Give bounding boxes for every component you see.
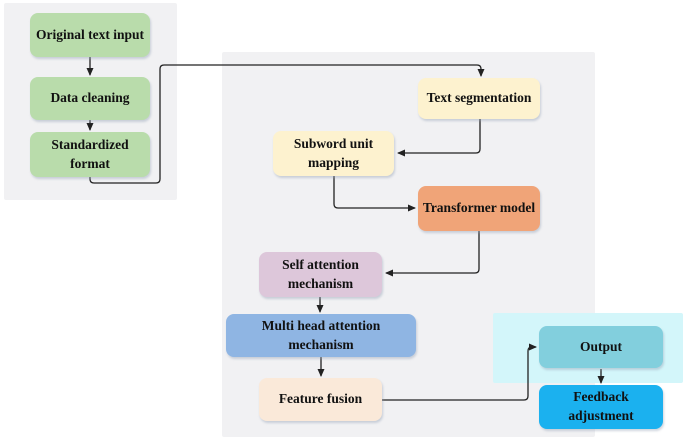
node-original-text-input: Original text input [30, 13, 150, 57]
node-output: Output [539, 326, 663, 368]
node-self-attention-mechanism: Self attention mechanism [259, 252, 382, 297]
node-text-segmentation: Text segmentation [418, 78, 540, 119]
node-feedback-adjustment: Feedback adjustment [539, 385, 663, 429]
node-data-cleaning: Data cleaning [30, 77, 150, 120]
node-transformer-model: Transformer model [418, 186, 540, 231]
node-subword-unit-mapping: Subword unit mapping [273, 131, 394, 176]
node-multi-head-attention-mechanism: Multi head attention mechanism [226, 314, 416, 357]
node-standardized-format: Standardized format [30, 132, 150, 177]
node-feature-fusion: Feature fusion [259, 378, 382, 421]
